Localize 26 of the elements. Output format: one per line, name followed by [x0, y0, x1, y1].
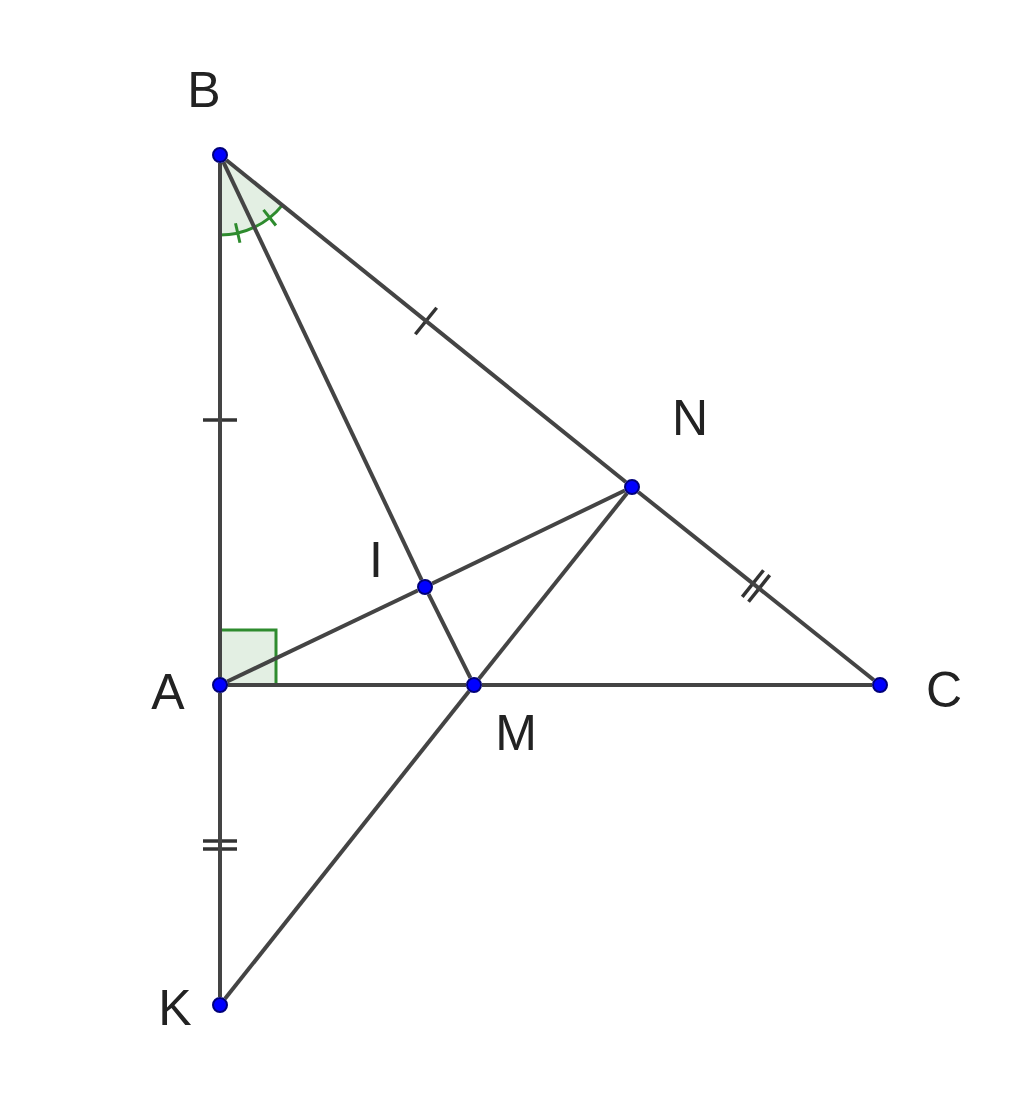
point-label: M — [495, 708, 537, 758]
line-segment — [226, 588, 419, 684]
line-segment — [224, 158, 628, 484]
point-label: C — [925, 665, 963, 715]
line-segment — [431, 488, 626, 586]
point-marker — [212, 677, 228, 693]
point-label: N — [671, 393, 709, 443]
line-segment — [223, 690, 471, 1000]
point-marker — [417, 579, 433, 595]
line-segment — [426, 593, 473, 679]
line-segment — [477, 492, 629, 680]
line-segment — [218, 693, 222, 997]
point-label: K — [158, 983, 192, 1033]
line-segment — [221, 161, 424, 581]
line-segment — [218, 163, 222, 677]
point-marker — [212, 997, 228, 1013]
point-marker — [466, 677, 482, 693]
point-label: I — [369, 535, 383, 585]
point-marker — [212, 147, 228, 163]
line-segment — [228, 683, 466, 687]
point-marker — [872, 677, 888, 693]
point-label: A — [151, 667, 185, 717]
line-segment — [482, 683, 872, 687]
point-label: B — [187, 65, 221, 115]
line-segment — [637, 490, 875, 682]
point-marker — [624, 479, 640, 495]
